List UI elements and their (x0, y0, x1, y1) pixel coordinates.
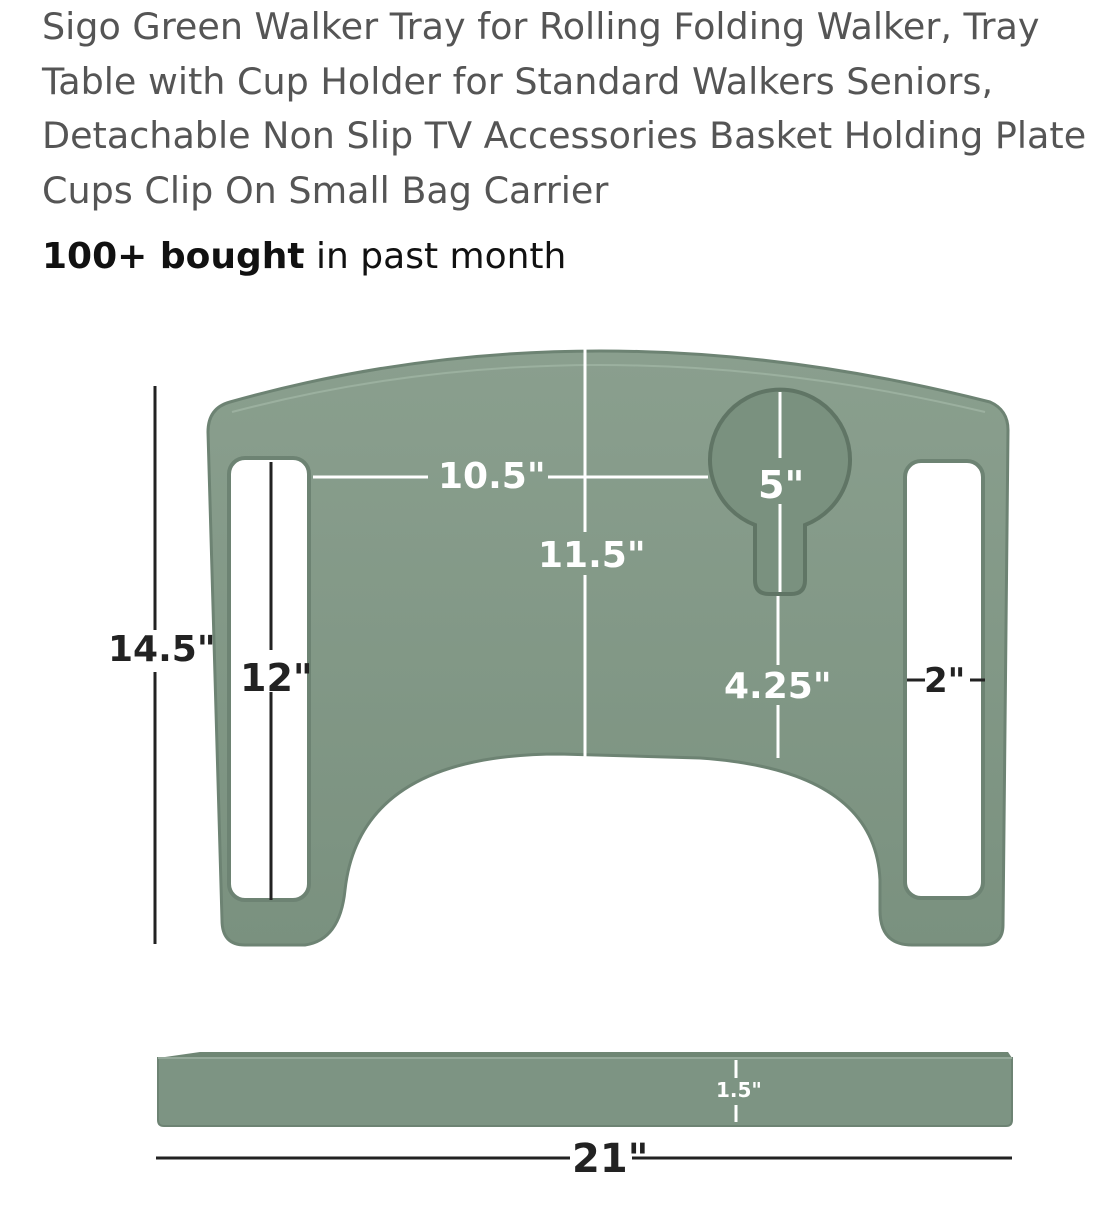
tray-side-view (157, 1057, 1013, 1127)
tray-top-view (206, 349, 1010, 947)
bought-count-bold: 100+ bought (42, 236, 305, 277)
product-image[interactable]: 14.5" 12" 10.5" 11.5" 5" 4.25" 2" 1.5" 2… (0, 300, 1118, 1214)
cup-holder (708, 387, 852, 596)
measurement-lines (153, 340, 1012, 1160)
dim-cup-to-edge: 4.25" (724, 666, 832, 707)
dim-thickness: 1.5" (716, 1078, 762, 1102)
product-title: Sigo Green Walker Tray for Rolling Foldi… (42, 5, 1087, 212)
dim-slot-length: 12" (240, 656, 313, 700)
tray-diagram: 14.5" 12" 10.5" 11.5" 5" 4.25" 2" 1.5" 2… (108, 340, 1013, 1182)
bought-count: 100+ bought in past month (42, 231, 566, 283)
dim-center-depth: 11.5" (538, 535, 646, 576)
dim-cup-holder: 5" (758, 463, 804, 507)
bought-count-rest: in past month (304, 236, 567, 277)
dim-total-height: 14.5" (108, 629, 216, 670)
dim-total-width: 21" (572, 1136, 649, 1182)
dim-slot-width: 2" (924, 661, 965, 701)
dim-center-to-slot: 10.5" (438, 456, 546, 497)
left-slot (227, 456, 311, 902)
